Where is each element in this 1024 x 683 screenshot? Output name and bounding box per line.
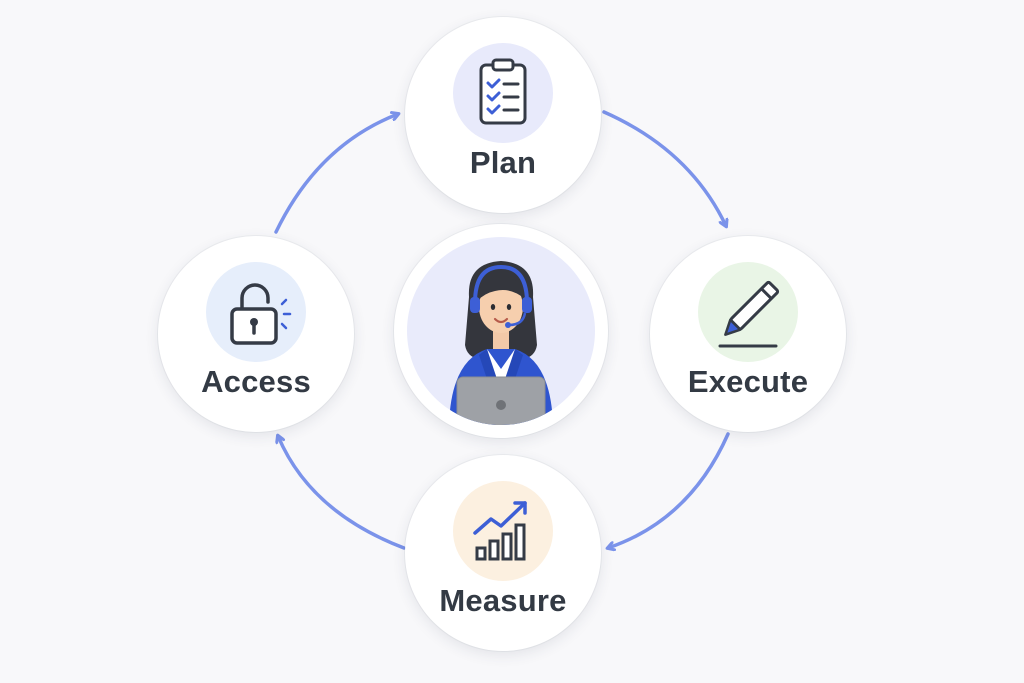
arrow-plan-to-execute — [602, 110, 726, 226]
clipboard-checklist-icon — [479, 58, 527, 125]
center-agent — [394, 224, 608, 438]
agent-with-headset-and-laptop-icon — [449, 261, 553, 425]
center-agent-backdrop — [407, 237, 595, 425]
unlocked-padlock-icon — [230, 283, 292, 345]
step-label-plan: Plan — [469, 145, 537, 180]
step-label-access: Access — [201, 364, 311, 399]
step-measure: Measure — [405, 455, 601, 651]
step-access: Access — [158, 236, 354, 432]
step-label-execute: Execute — [687, 364, 809, 399]
access-badge — [206, 262, 306, 362]
measure-badge — [453, 481, 553, 581]
step-label-measure: Measure — [439, 583, 567, 618]
plan-badge — [453, 43, 553, 143]
growth-chart-icon — [473, 501, 527, 561]
arrow-execute-to-measure — [608, 432, 730, 548]
arrow-measure-to-access — [278, 436, 406, 550]
pencil-icon — [718, 280, 780, 348]
execute-badge — [698, 262, 798, 362]
step-plan: Plan — [405, 17, 601, 213]
step-execute: Execute — [650, 236, 846, 432]
arrow-access-to-plan — [274, 114, 398, 234]
